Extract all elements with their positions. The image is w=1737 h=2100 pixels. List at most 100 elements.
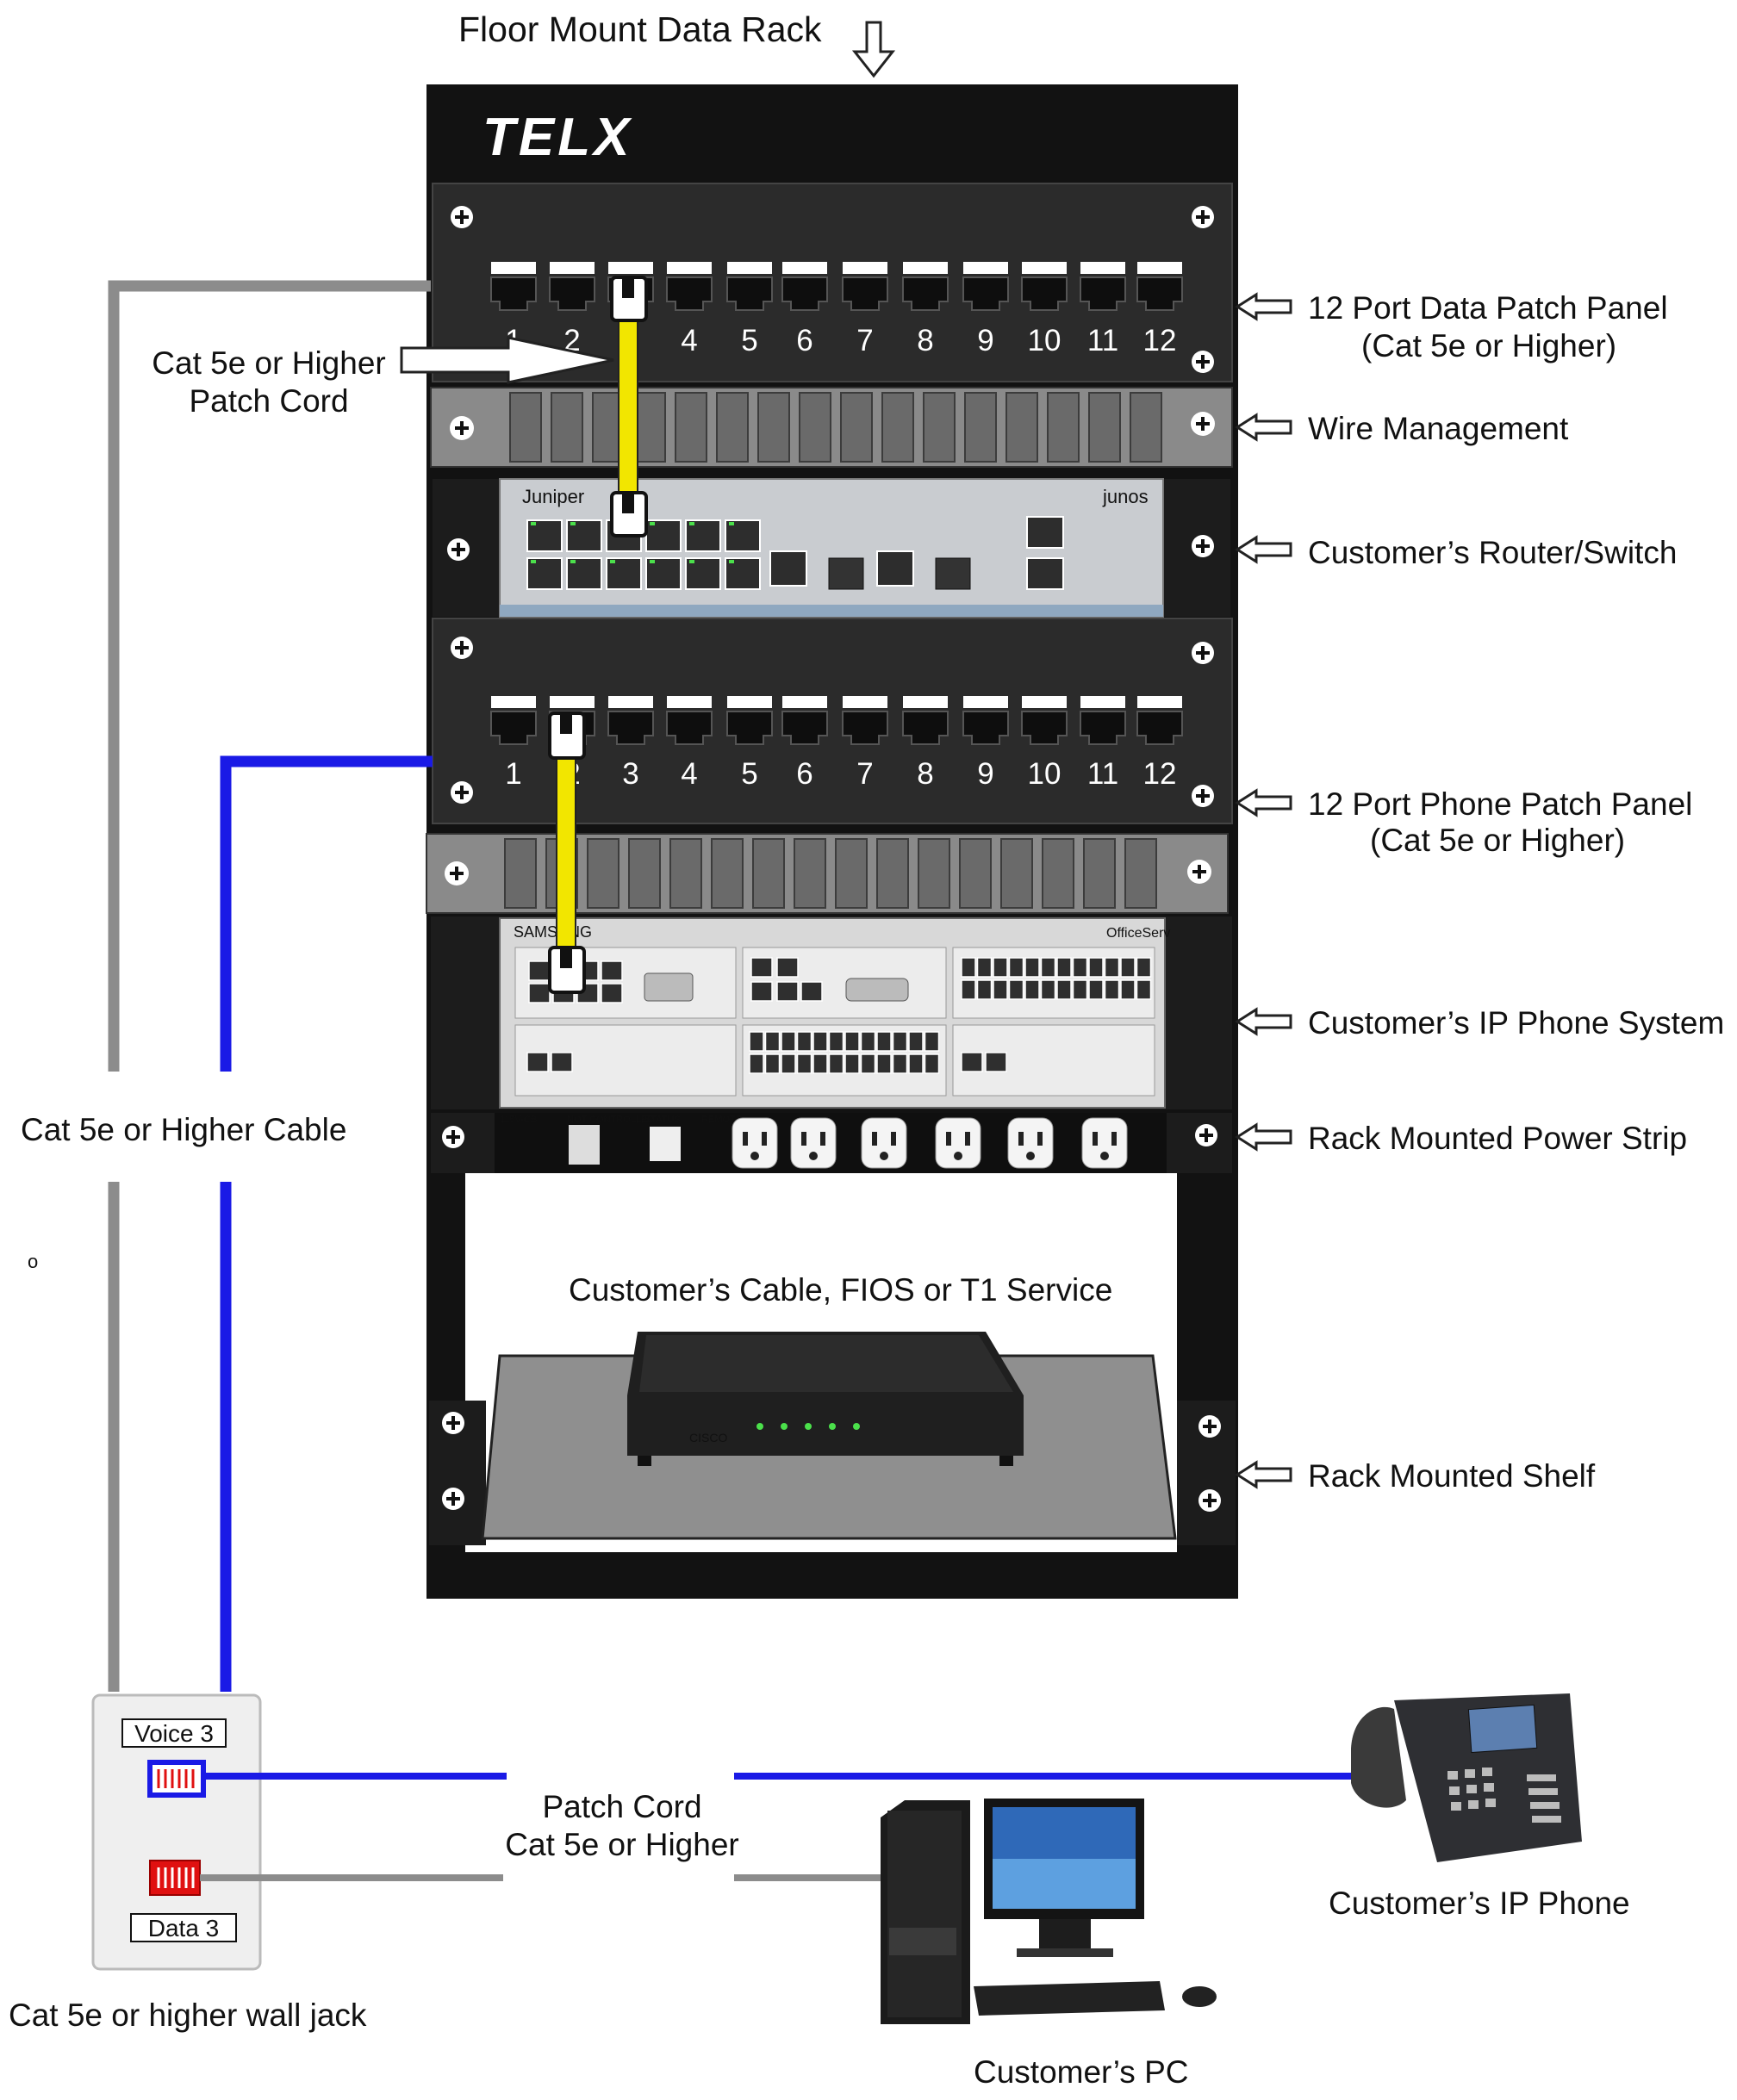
phone-panel-screw-icon [451,637,473,659]
router-screw-icon [447,538,470,561]
wire-management-slot [1047,392,1080,463]
label-arrow-icon [1235,535,1292,564]
data-panel-port-number: 9 [977,324,993,357]
phone-system-port [1072,957,1088,978]
wire-management-slot [628,838,661,909]
label-rack-shelf: Rack Mounted Shelf [1308,1458,1596,1494]
phone-system-port [1008,979,1024,1000]
data-panel-port-number: 5 [741,324,757,357]
data-panel-port-9 [962,262,1009,311]
shelf-screw-icon [442,1412,464,1434]
wire-management-slot [1088,392,1121,463]
data-panel-port-10 [1021,262,1068,311]
data-panel-screw-icon [451,206,473,228]
label-phone-patch-panel-line2: (Cat 5e or Higher) [1370,823,1625,858]
phone-panel-port-number: 10 [1028,757,1062,791]
phone-system-media-slot [644,972,694,1002]
phone-system-port [976,979,993,1000]
phone-system-port [1008,957,1024,978]
wire-management-slot [835,838,868,909]
router-console-port [1026,516,1064,549]
patch-cord-label-line2: Patch Cord [189,383,348,419]
phone-patch-cord [548,711,586,994]
title-down-arrow-icon [851,21,896,78]
ip-phone-system: SAMSUNG OfficeServ [431,916,1232,1109]
data-panel-port-number: 7 [856,324,873,357]
wall-jack-data-label: Data 3 [148,1915,220,1942]
phone-panel-port-10 [1021,696,1068,745]
wall-jack: Voice 3 Data 3 [91,1693,262,1971]
phone-system-port [1104,957,1120,978]
phone-system-port [528,983,551,1003]
patch-cord-pointer-arrow-icon [400,336,614,384]
phone-system-port [1040,979,1056,1000]
power-outlet-icon [790,1117,837,1169]
wire-management-slot [1042,838,1074,909]
voice-jack-port-icon [147,1760,206,1798]
bottom-patch-cord-line1: Patch Cord [542,1789,701,1824]
data-jack-port-icon [149,1860,201,1896]
phone-system-port [876,1031,892,1052]
phone-system-port [1056,979,1072,1000]
phone-panel-port-1 [490,696,537,745]
pc-icon [881,1799,1217,2024]
phone-system-port [993,957,1008,978]
phone-panel-screw-icon [1192,642,1214,664]
data-panel-port-12 [1136,262,1183,311]
phone-system-serial-port [845,978,909,1002]
data-panel-port-number: 6 [796,324,812,357]
pc-label: Customer’s PC [974,2054,1188,2090]
data-panel-port-number: 11 [1087,324,1118,357]
data-panel-screw-icon [1192,351,1214,373]
wire-management-slot [794,838,826,909]
ip-phone-label: Customer’s IP Phone [1329,1886,1630,1921]
phone-system-port [844,1031,860,1052]
phone-panel-port-number: 11 [1087,757,1118,791]
wire-management-slot [1083,838,1116,909]
phone-system-port [1072,979,1088,1000]
phone-system-port [776,981,799,1002]
data-panel-port-number: 12 [1143,324,1177,357]
phone-panel-port-number: 3 [622,757,638,791]
phone-system-port [892,1053,908,1074]
phone-system-port [985,1052,1007,1072]
phone-system-port [796,1053,812,1074]
data-panel-screw-icon [1192,206,1214,228]
phone-system-port [781,1031,796,1052]
phone-system-port [924,1031,940,1052]
phone-system-port [601,960,623,981]
label-arrow-icon [1235,413,1292,442]
phone-system-port [1120,979,1136,1000]
phone-system-port [828,1053,844,1074]
phone-panel-port-3 [607,696,654,745]
router-sfp-port [828,557,864,590]
wall-jack-data-label-box [130,1913,237,1942]
modem-brand-logo: CISCO [689,1431,727,1445]
diagram-title: Floor Mount Data Rack [458,9,822,49]
rj45-plug-icon [548,711,586,760]
label-ip-phone-system: Customer’s IP Phone System [1308,1005,1724,1041]
wire-management-slot [840,392,873,463]
phone-system-port [1136,957,1152,978]
power-strip-screw-icon [442,1126,464,1148]
power-strip-panel-text: NOT CONTROLLED [567,1115,654,1125]
data-panel-port-4 [666,262,713,311]
phone-system-port [749,1031,764,1052]
phone-panel-screw-icon [1192,785,1214,807]
wire-management-slot [881,392,914,463]
label-data-patch-panel-line1: 12 Port Data Patch Panel [1308,290,1668,326]
wire-management-slot [1124,838,1157,909]
phone-panel-port-6 [781,696,828,745]
phone-system-port [1136,979,1152,1000]
power-strip-terminal [650,1127,681,1161]
phone-system-port [526,1052,549,1072]
phone-system-port [812,1031,828,1052]
wall-jack-voice-label-box [121,1718,227,1748]
data-panel-port-number: 8 [917,324,933,357]
wire-management-slot [1000,838,1033,909]
phone-panel-port-5 [726,696,773,745]
wire-management-slot [587,838,619,909]
phone-panel-port-number: 7 [856,757,873,791]
wire-management-screw-icon [1191,412,1215,436]
shelf-screw-icon [1198,1489,1221,1512]
